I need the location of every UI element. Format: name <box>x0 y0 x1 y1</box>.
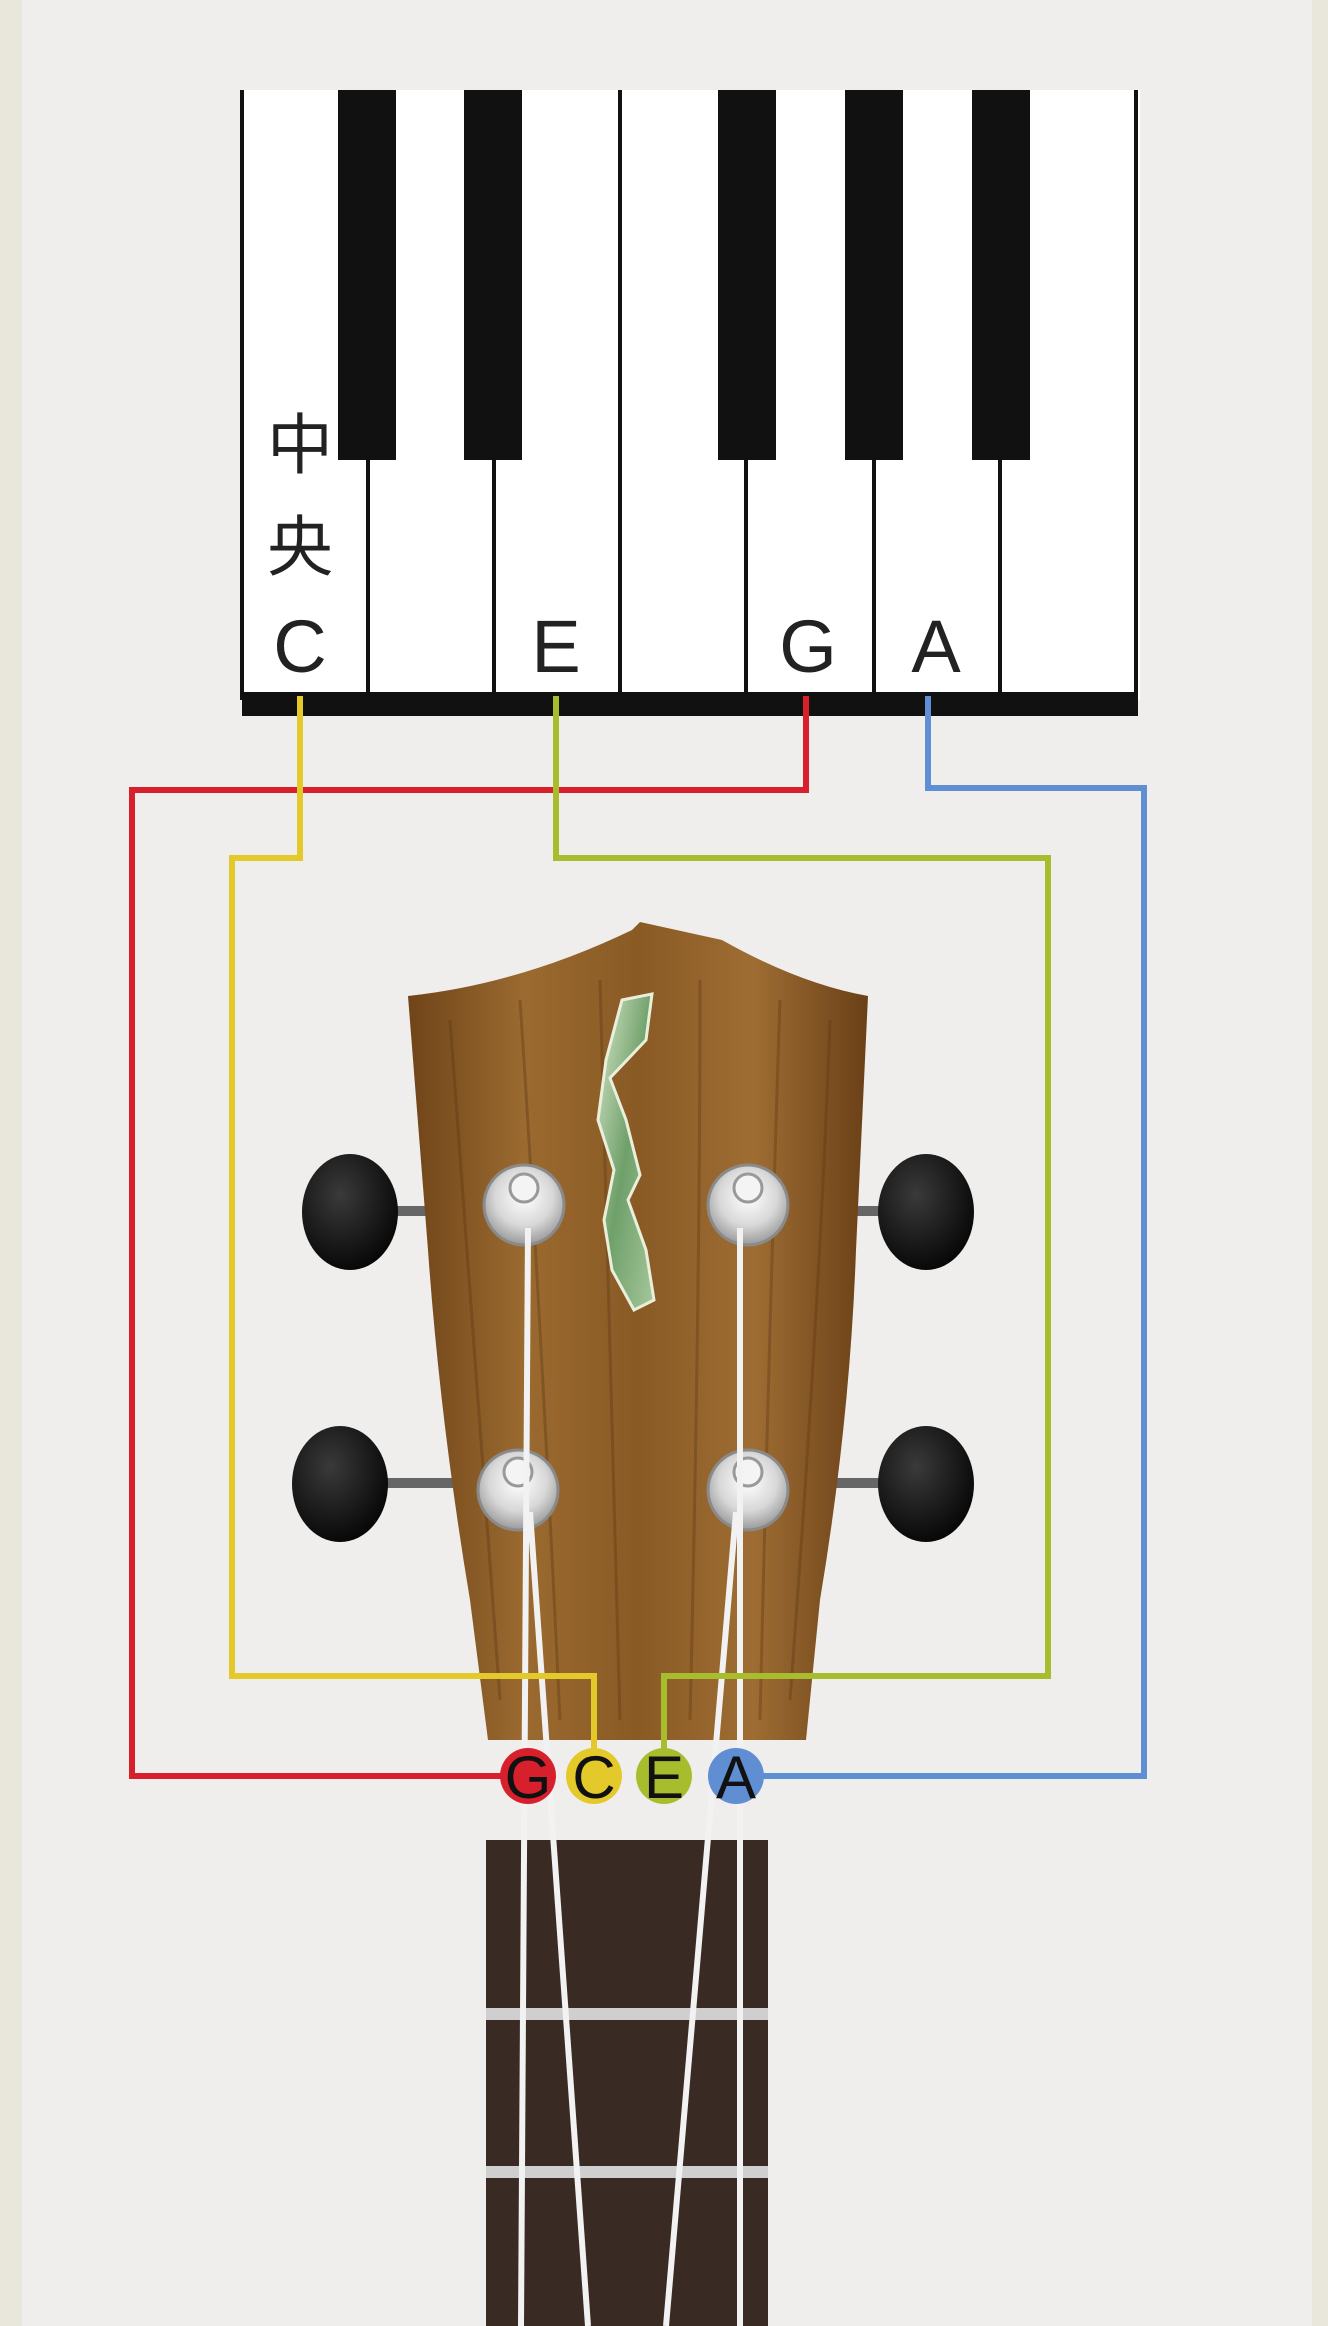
black-key <box>845 90 903 460</box>
connector-lines <box>129 696 1147 1779</box>
middle-label-char-2: 央 <box>267 509 333 586</box>
string-line <box>663 1511 739 2326</box>
string-line <box>527 1511 591 2326</box>
tuner-shaft <box>378 1478 498 1488</box>
tuning-peg <box>706 1163 790 1247</box>
key-label-a: A <box>911 605 961 688</box>
tuner-shaft <box>815 1478 925 1488</box>
wood-grain <box>448 979 832 1721</box>
string-label-g: G <box>505 1744 552 1811</box>
tuner-knob-icon <box>302 1154 398 1270</box>
string-label-c: C <box>572 1744 615 1811</box>
piano-keyboard: 中 央 C E G A <box>240 90 1140 716</box>
tuner-knob-icon <box>292 1426 388 1542</box>
connector-g <box>129 696 809 1779</box>
tuner-knob-icon <box>878 1426 974 1542</box>
fretboard <box>486 1840 768 2326</box>
black-key <box>718 90 776 460</box>
headstock-body <box>408 922 868 1740</box>
ukulele-neck <box>486 1840 768 2326</box>
keyboard-bottom-bar <box>242 692 1138 716</box>
tuning-peg <box>476 1448 560 1532</box>
key-label-g: G <box>779 605 837 688</box>
ukulele-headstock <box>292 922 974 1740</box>
fret-wire <box>486 2166 768 2178</box>
tuning-peg <box>706 1448 790 1532</box>
middle-label-char-1: 中 <box>267 407 333 484</box>
string-circle-g <box>500 1748 556 1804</box>
string-circle-c <box>566 1748 622 1804</box>
key-label-e: E <box>531 605 580 688</box>
tuner-shaft <box>815 1206 925 1216</box>
string-label-e: E <box>644 1744 684 1811</box>
string-circle-a <box>708 1748 764 1804</box>
black-key <box>338 90 396 460</box>
tuning-peg <box>482 1163 566 1247</box>
connector-c <box>229 696 597 1766</box>
fret-wire <box>486 2008 768 2020</box>
black-key <box>972 90 1030 460</box>
string-note-markers: G C E A <box>500 1744 764 1811</box>
string-label-a: A <box>716 1744 756 1811</box>
connector-e <box>553 696 1051 1766</box>
tuner-knob-icon <box>878 1154 974 1270</box>
connector-a <box>742 696 1147 1779</box>
abalone-inlay <box>596 992 656 1312</box>
key-label-c: C <box>273 605 326 688</box>
black-key <box>464 90 522 460</box>
string-circle-e <box>636 1748 692 1804</box>
